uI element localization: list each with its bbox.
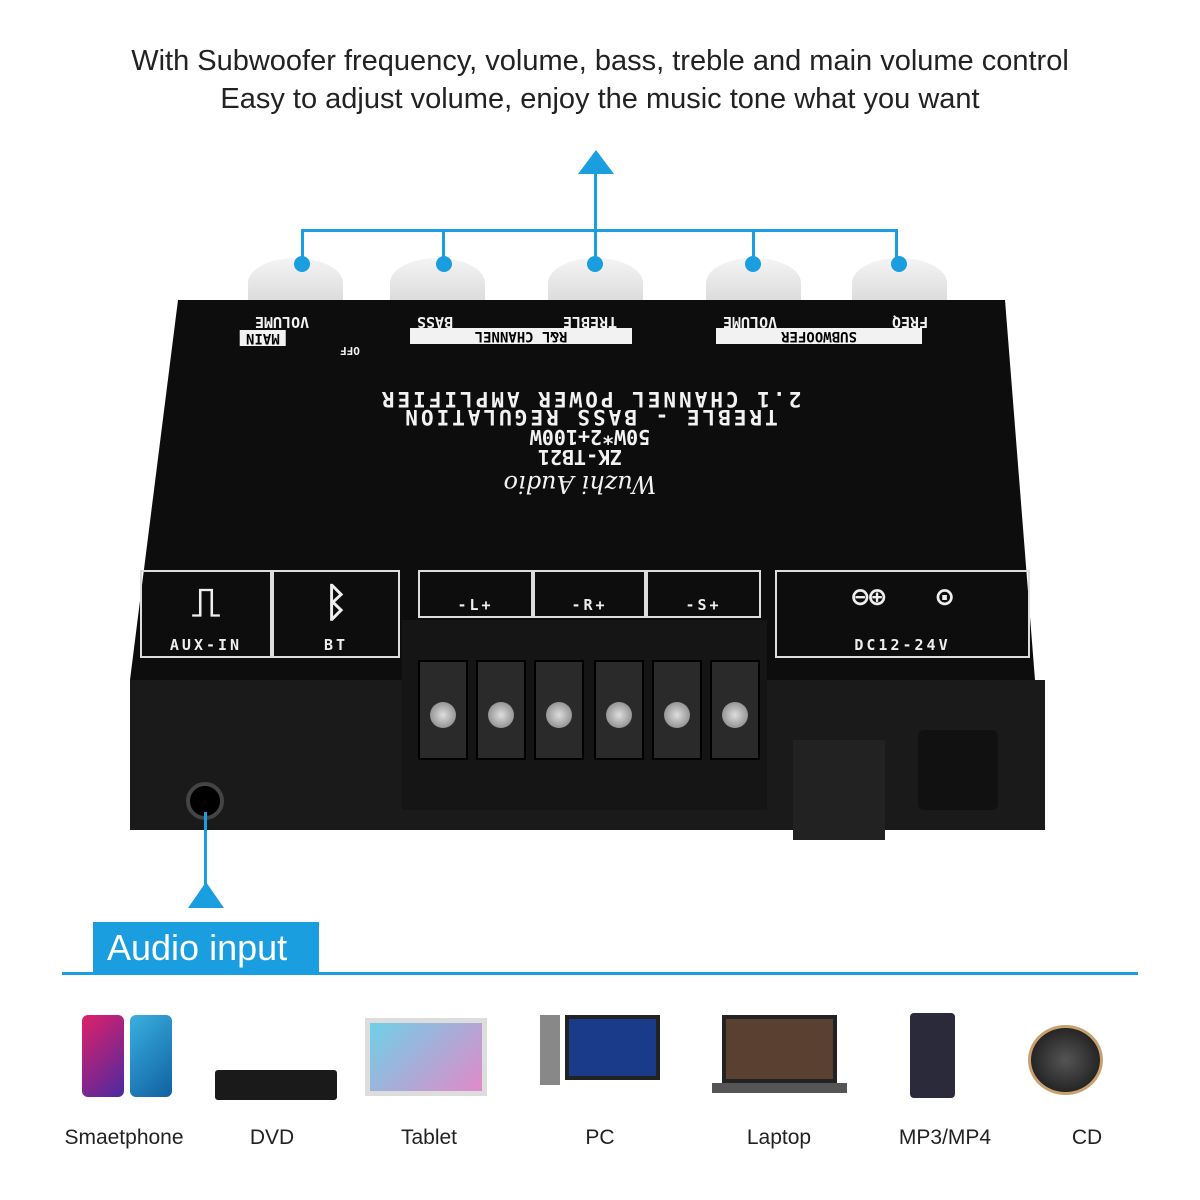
dot-marker [436, 256, 452, 272]
dvd-player-icon [215, 1070, 337, 1100]
dc-jack[interactable] [918, 730, 998, 810]
headline-line-2: Easy to adjust volume, enjoy the music t… [220, 83, 980, 115]
cd-player-icon [1028, 1025, 1103, 1095]
label-subwoofer: SUBWOOFER [716, 328, 922, 344]
audio-jack-icon: ⎍ [192, 580, 220, 626]
tablet-icon [365, 1018, 487, 1096]
terminal-screw[interactable] [594, 660, 644, 760]
connector-line [752, 229, 755, 261]
terminal-screw[interactable] [476, 660, 526, 760]
port-dc: ⊖⊕ ⊙DC12-24V [775, 570, 1030, 658]
brand-logo: Wuzhi Audio [503, 470, 657, 498]
speaker-right: -R+ [533, 570, 646, 618]
audio-input-label: Audio input [93, 922, 319, 974]
speaker-sub: -S+ [646, 570, 761, 618]
model-number: ZK-TB21 [537, 445, 623, 469]
device-label: MP3/MP4 [898, 1126, 992, 1149]
pc-monitor-icon [565, 1015, 660, 1080]
terminal-screw[interactable] [652, 660, 702, 760]
device-label: Tablet [400, 1126, 458, 1149]
pc-tower-icon [540, 1015, 560, 1085]
laptop-base [712, 1083, 847, 1093]
dot-marker [891, 256, 907, 272]
connector-line [301, 229, 898, 232]
label-rl-channel: R&L CHANNEL [410, 328, 632, 344]
device-label: Smaetphone [64, 1126, 184, 1149]
divider [62, 972, 1138, 975]
arrow-up-icon [188, 882, 224, 908]
device-label: PC [585, 1126, 615, 1149]
dot-marker [745, 256, 761, 272]
port-aux-in: ⎍AUX-IN [140, 570, 272, 658]
arrow-up-icon [578, 150, 614, 174]
label-off: OFF [340, 344, 360, 357]
device-label: DVD [249, 1126, 295, 1149]
terminal-screw[interactable] [418, 660, 468, 760]
headline-line-1: With Subwoofer frequency, volume, bass, … [131, 45, 1069, 77]
connector-line [301, 229, 304, 261]
bluetooth-icon: ᛒ [324, 580, 348, 626]
connector-line [594, 172, 597, 262]
device-label: CD [1071, 1126, 1103, 1149]
power-polarity-icon: ⊖⊕ ⊙ [851, 580, 954, 613]
mp3-player-icon [910, 1013, 955, 1098]
smartphone-icon [130, 1015, 172, 1097]
connector-line [895, 229, 898, 261]
speaker-left: -L+ [418, 570, 533, 618]
connector-line [442, 229, 445, 261]
device-label: Laptop [746, 1126, 812, 1149]
label-volume: VOLUME [254, 313, 310, 331]
terminal-screw[interactable] [534, 660, 584, 760]
terminal-screw[interactable] [710, 660, 760, 760]
label-main: MAIN [240, 330, 286, 346]
dot-marker [294, 256, 310, 272]
power-terminal [793, 740, 885, 840]
dot-marker [587, 256, 603, 272]
laptop-icon [722, 1015, 837, 1083]
smartphone-icon [82, 1015, 124, 1097]
connector-line [204, 812, 207, 902]
